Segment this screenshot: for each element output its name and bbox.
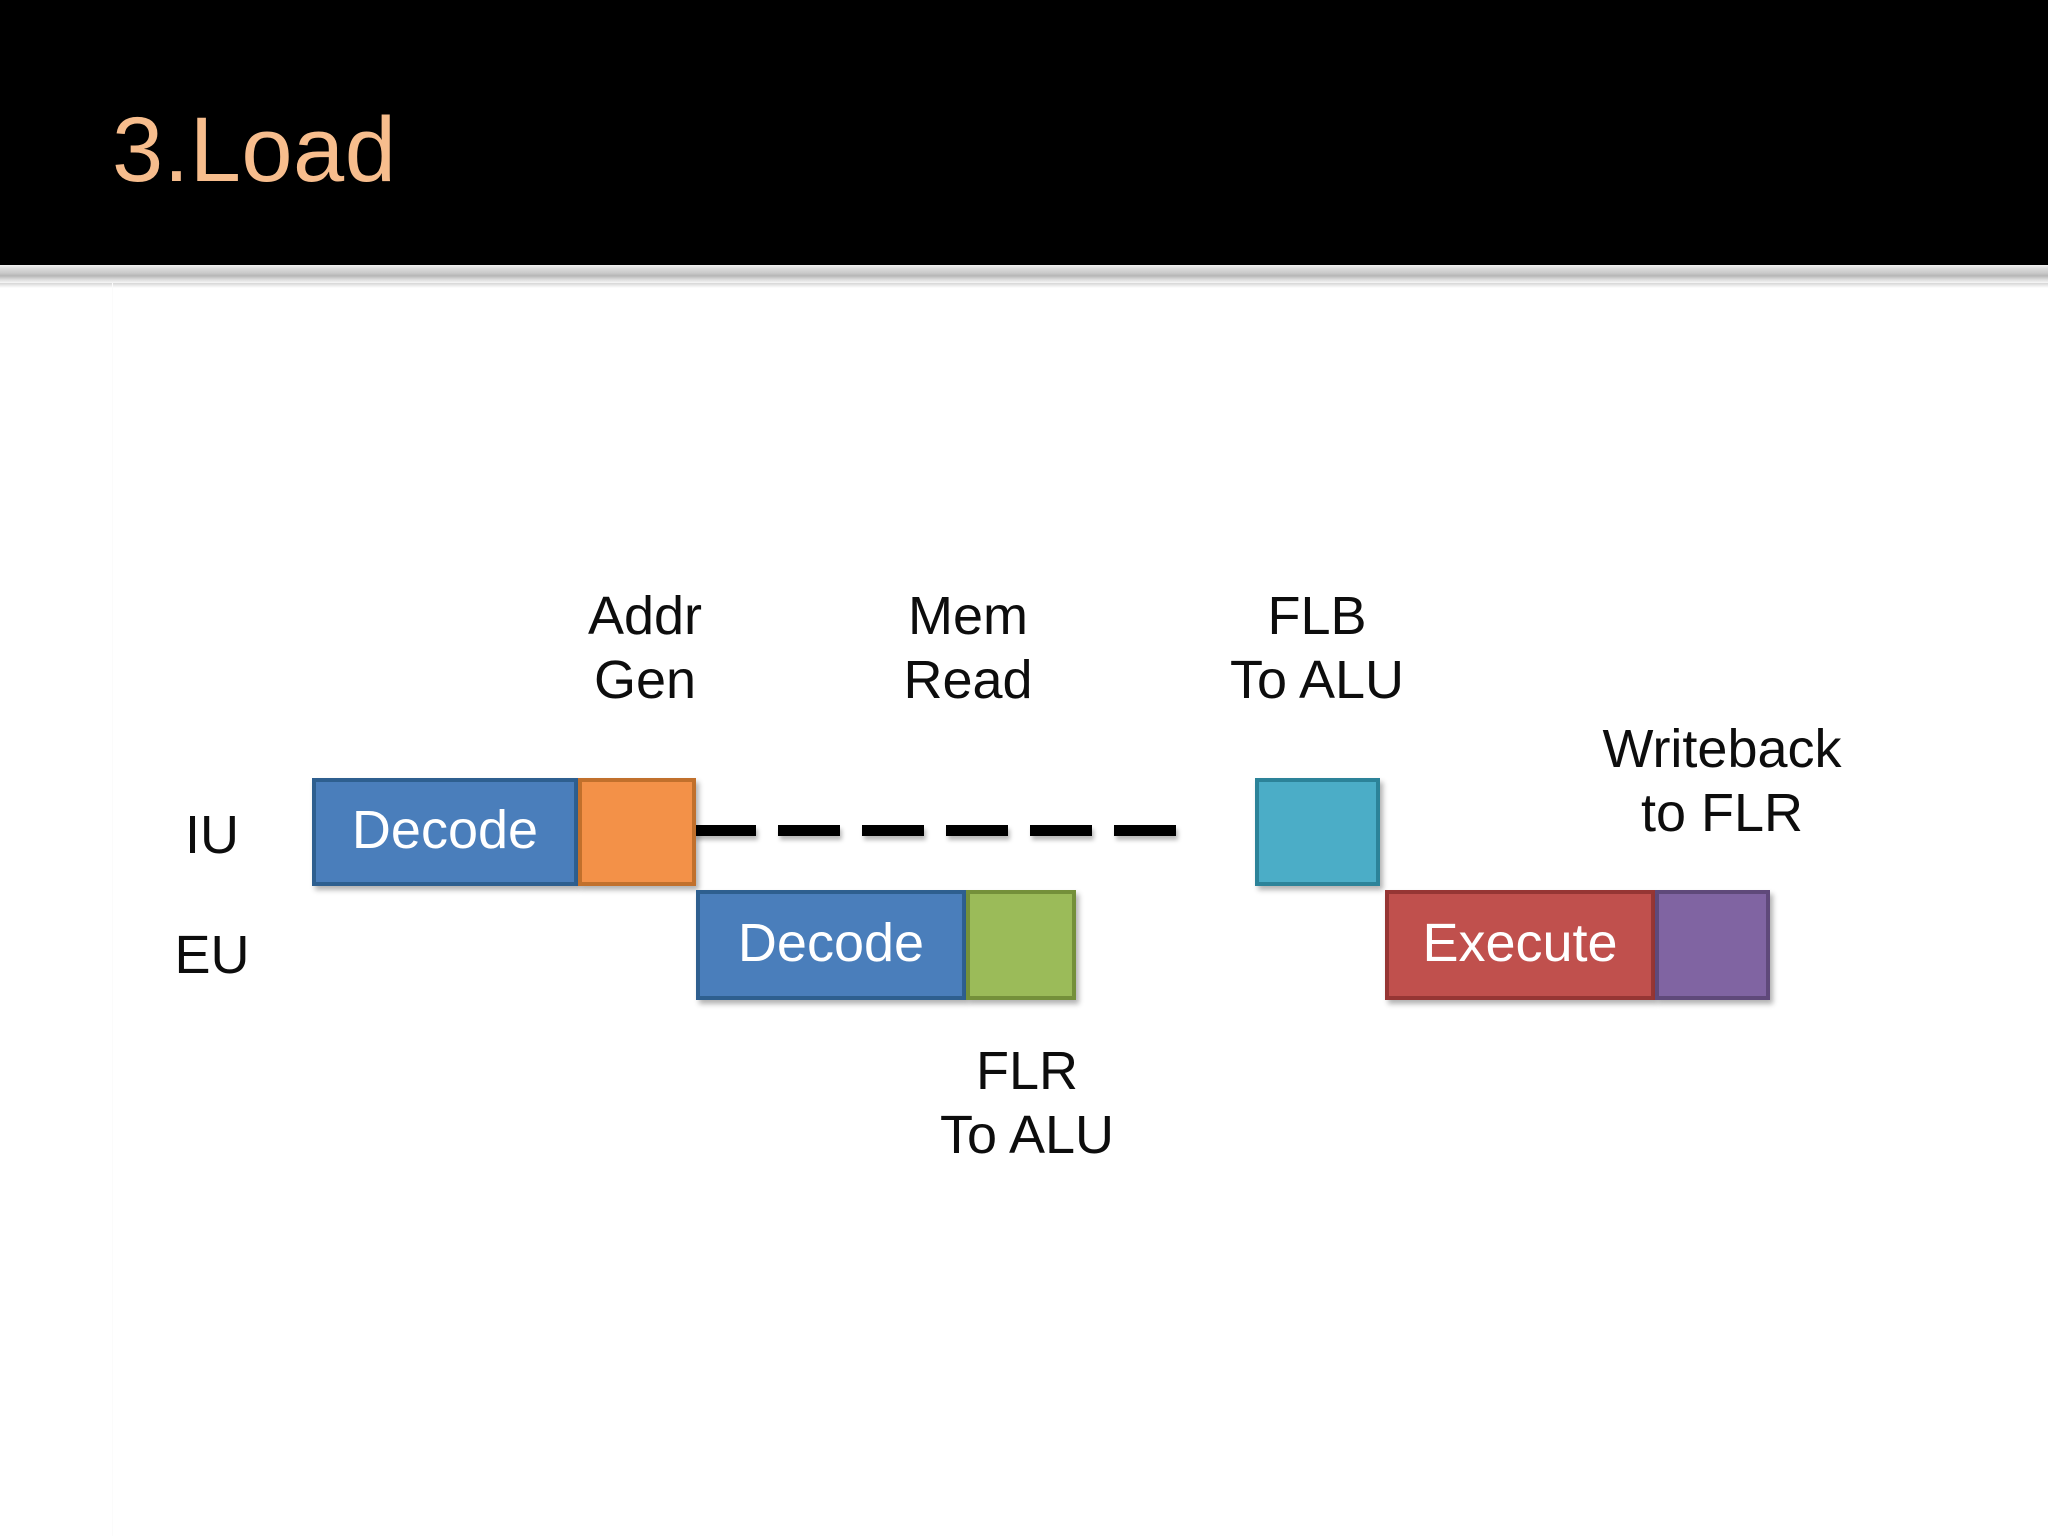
annotation-line: Gen xyxy=(593,649,697,710)
annotation-line: Read xyxy=(903,649,1033,710)
block-label: Decode xyxy=(737,913,925,973)
annotation-line: Writeback xyxy=(1602,719,1842,779)
annotation-line: Mem xyxy=(908,586,1028,646)
annotation-line: Addr xyxy=(587,586,703,646)
dash-segment xyxy=(862,824,924,836)
eu-execute-block[interactable]: Execute xyxy=(1385,890,1655,1000)
annotation-line: To ALU xyxy=(1229,649,1405,710)
block-label: Decode xyxy=(351,800,539,860)
block-label: Execute xyxy=(1422,913,1618,973)
row-label-eu: EU xyxy=(174,925,250,985)
dash-segment xyxy=(946,824,1008,836)
annotation-line: to FLR xyxy=(1640,782,1804,843)
annotation-line: FLR xyxy=(975,1041,1079,1101)
iu-decode-block[interactable]: Decode xyxy=(312,778,578,886)
iu-addr-gen-block[interactable] xyxy=(578,778,696,886)
iu-flb-to-alu-block[interactable] xyxy=(1255,778,1380,886)
dash-segment xyxy=(778,824,840,836)
eu-writeback-block[interactable] xyxy=(1655,890,1770,1000)
row-label-iu: IU xyxy=(185,805,239,865)
annotation-line: FLB xyxy=(1267,586,1367,646)
dash-segment xyxy=(1114,824,1176,836)
annotation-line: To ALU xyxy=(939,1104,1115,1165)
dash-segment xyxy=(1030,824,1092,836)
mem-read-dashed-connector xyxy=(694,824,1176,836)
dash-segment xyxy=(694,824,756,836)
title-divider-rule xyxy=(0,265,2048,288)
content-frame-guide xyxy=(112,283,113,1536)
eu-flr-to-alu-block[interactable] xyxy=(966,890,1076,1000)
title-band xyxy=(0,0,2048,265)
eu-decode-block[interactable]: Decode xyxy=(696,890,966,1000)
page-title: 3.Load xyxy=(112,99,397,201)
